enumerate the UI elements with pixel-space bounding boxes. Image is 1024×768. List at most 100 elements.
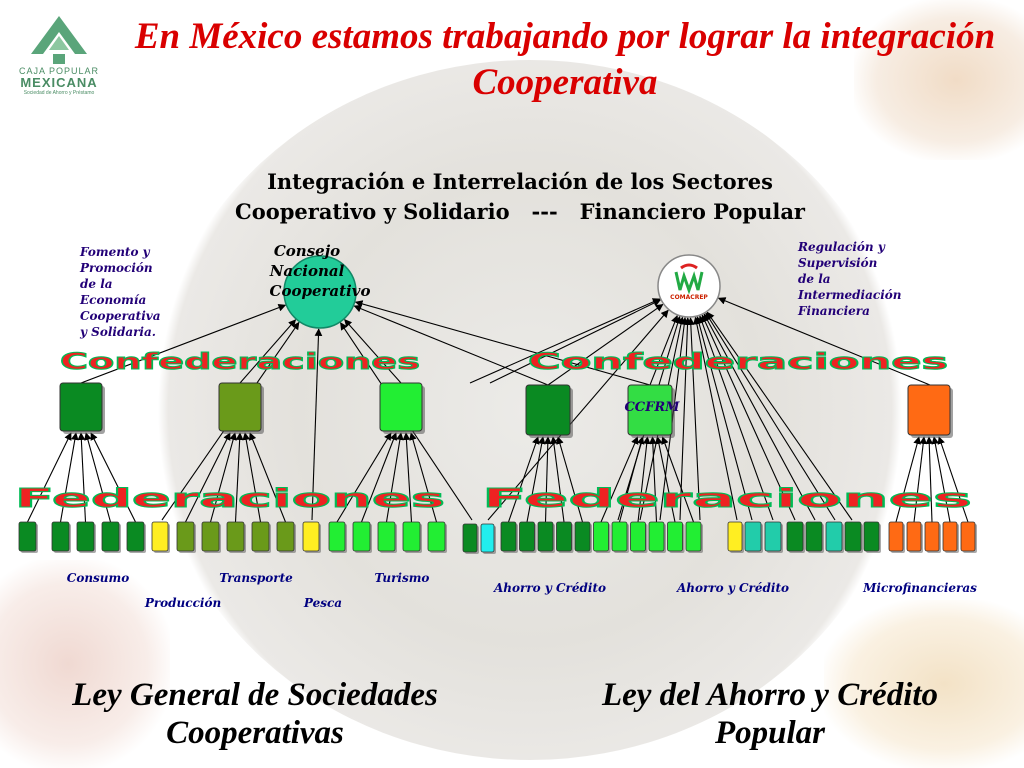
law-general-cooperativas: Ley General de Sociedades Cooperativas <box>72 677 438 751</box>
consejo-label-1: Consejo <box>274 242 340 260</box>
confederation-boxes <box>59 382 953 438</box>
federation-box <box>76 521 95 552</box>
federation-box <box>825 521 843 552</box>
federation-box <box>427 521 446 552</box>
connector-arrow <box>679 317 692 521</box>
connector-arrow <box>661 436 695 523</box>
connector-arrow <box>543 436 552 523</box>
federation-box <box>101 521 120 552</box>
confederaciones-banner-left: Confederaciones <box>60 350 420 375</box>
federation-box <box>226 521 245 552</box>
logo-text-sub: Sociedad de Ahorro y Préstamo <box>23 90 95 96</box>
connector-arrow <box>185 432 231 523</box>
federation-box <box>251 521 270 552</box>
connector-arrow <box>354 300 651 386</box>
connector-arrow <box>648 436 658 523</box>
federation-box <box>18 521 37 552</box>
sector-label-transporte: Transporte <box>219 571 293 585</box>
federaciones-banner-right: Federaciones <box>482 484 972 514</box>
federation-box <box>462 523 478 553</box>
connector-arrow <box>239 319 297 384</box>
right-note-line: Intermediación <box>797 288 902 302</box>
connector-arrow <box>409 432 438 523</box>
connector-arrow <box>344 319 402 384</box>
right-note-line: de la <box>798 272 831 286</box>
connector-arrow <box>550 436 565 523</box>
connector-arrow <box>80 304 287 384</box>
connector-arrow <box>649 315 679 386</box>
connector-arrow <box>507 436 540 523</box>
federation-box <box>537 521 554 552</box>
federation-box <box>667 521 683 552</box>
diagram-heading-line1: Integración e Interrelación de los Secto… <box>267 169 773 194</box>
connector-arrow <box>234 432 244 523</box>
background-jaguar-figure <box>824 600 1024 768</box>
consejo-label-2: Nacional <box>269 262 345 280</box>
federation-box <box>519 521 535 552</box>
federation-box <box>176 521 195 552</box>
federation-box <box>764 521 782 552</box>
federation-box <box>402 521 421 552</box>
connector-arrow <box>913 436 928 523</box>
connector-arrow <box>925 436 934 523</box>
federation-box <box>500 521 517 552</box>
connector-arrow <box>90 432 136 523</box>
consejo-node <box>283 255 357 329</box>
federation-box <box>727 521 743 552</box>
federation-box <box>863 521 880 552</box>
federation-box <box>480 523 495 553</box>
diagram-heading-line2: Cooperativo y Solidario --- Financiero P… <box>235 199 806 224</box>
confederation-box <box>379 382 423 432</box>
federation-box <box>942 521 958 552</box>
federation-box <box>685 521 702 552</box>
connector-arrow <box>242 432 262 523</box>
logo-text-main: MEXICANA <box>20 75 98 90</box>
connector-arrow <box>311 328 323 521</box>
federation-box <box>805 521 823 552</box>
federation-box <box>51 521 70 552</box>
comacrep-label: COMACREP <box>670 294 708 301</box>
connector-arrow <box>695 316 753 521</box>
federation-box <box>648 521 665 552</box>
federation-boxes <box>18 521 977 554</box>
connector-arrow <box>705 312 836 521</box>
background-codex-figure <box>0 560 170 768</box>
connector-arrow <box>547 303 664 386</box>
connector-arrow <box>77 432 87 523</box>
logo-pyramid-icon <box>31 16 87 64</box>
connector-arrow <box>717 297 931 386</box>
sector-labels: Consumo Producción Transporte Pesca Turi… <box>67 571 977 610</box>
sector-label-pesca: Pesca <box>303 596 342 610</box>
background-codex-figure <box>854 0 1024 160</box>
right-note-line: Supervisión <box>798 256 877 270</box>
slide-title: En México estamos trabajando por lograr … <box>134 16 996 103</box>
confederation-box <box>218 382 262 432</box>
federation-box <box>352 521 371 552</box>
right-note: Regulación y Supervisión de la Intermedi… <box>797 240 902 318</box>
consejo-label-3: Cooperativo <box>270 282 371 300</box>
federation-box <box>906 521 922 552</box>
federation-box <box>276 521 295 552</box>
confederaciones-banner-right: Confederaciones <box>528 350 948 375</box>
left-note-line: y Solidaria. <box>79 325 156 339</box>
federation-box <box>302 521 320 552</box>
federation-box <box>377 521 396 552</box>
left-note-line: Promoción <box>79 261 153 275</box>
left-note-line: Cooperativa <box>80 309 161 323</box>
federation-box <box>888 521 904 552</box>
ccfrm-label: CCFRM <box>624 400 680 415</box>
connector-arrow <box>618 436 645 523</box>
connector-arrow <box>84 432 112 523</box>
connector-arrow <box>59 432 79 523</box>
connector-arrow <box>637 436 651 523</box>
connector-arrow <box>489 299 661 384</box>
connector-arrow <box>693 316 738 521</box>
federation-box <box>924 521 940 552</box>
sector-label-produccion: Producción <box>144 596 221 610</box>
federation-box <box>151 521 169 552</box>
left-note-line: de la <box>80 277 113 291</box>
connector-arrow <box>556 436 584 523</box>
connector-arrow <box>402 432 413 523</box>
left-note: Fomento y Promoción de la Economía Coope… <box>79 245 161 339</box>
